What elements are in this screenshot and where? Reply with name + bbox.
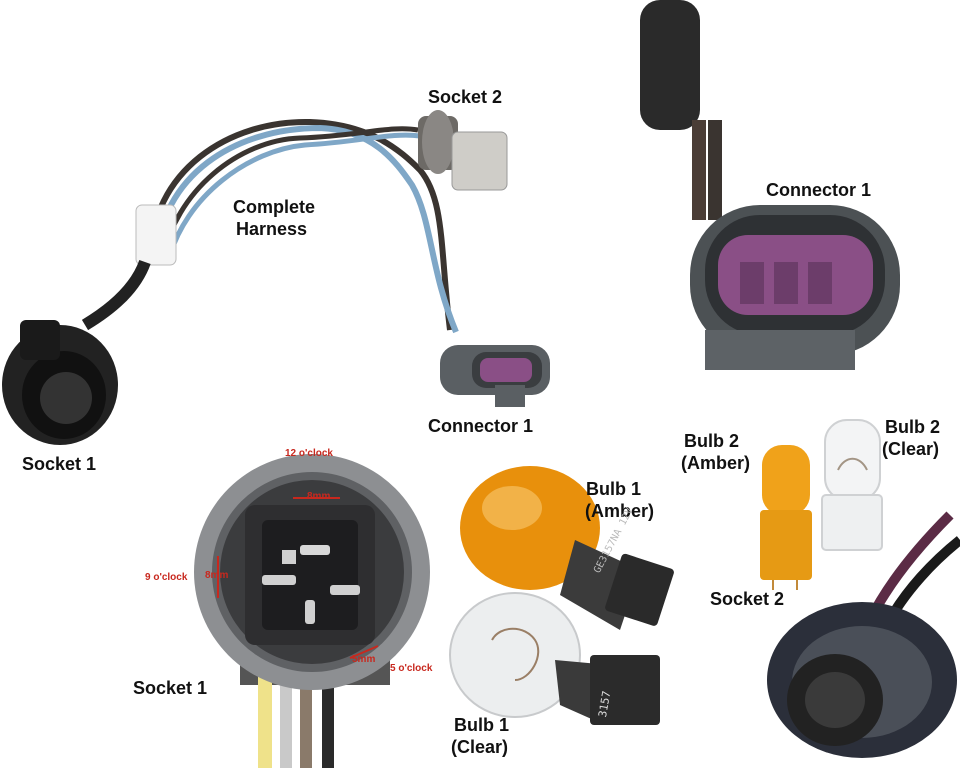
bulb2-amber-label-line1: Bulb 2 [684, 431, 740, 451]
connector1-top-right-label: Connector 1 [766, 180, 872, 200]
socket2-bottom [767, 511, 960, 758]
nine-oclock-label: 9 o'clock [145, 572, 188, 583]
bulb1-amber-label-line1: Bulb 1 [586, 479, 642, 499]
connector1-closeup [640, 0, 900, 370]
socket1-top-label: Socket 1 [22, 454, 97, 474]
socket1-bottom-label: Socket 1 [133, 678, 208, 698]
complete-harness-label-line1: Complete [233, 197, 316, 217]
connector1-mid-label: Connector 1 [428, 416, 534, 436]
socket1-diagram [194, 454, 430, 768]
complete-harness-label-line2: Harness [236, 219, 308, 239]
bulb2-amber [760, 445, 812, 590]
dim-left-8mm: 8mm [205, 570, 229, 581]
bulb2-clear-label-line2: (Clear) [882, 439, 940, 459]
bulb1-clear-label-line2: (Clear) [451, 737, 509, 757]
twelve-oclock-label: 12 o'clock [285, 448, 333, 459]
bulb1-clear-label-line1: Bulb 1 [454, 715, 510, 735]
five-oclock-label: 5 o'clock [390, 663, 433, 674]
dim-right-5mm: 5mm [352, 654, 376, 665]
socket2-top-label: Socket 2 [428, 87, 503, 107]
bulb2-clear [821, 419, 883, 551]
bulb2-clear-label-line1: Bulb 2 [885, 417, 941, 437]
bulb1-amber [460, 466, 674, 630]
bulb1-amber-label-line2: (Amber) [585, 501, 655, 521]
bulb1-clear [449, 592, 660, 725]
socket2-bottom-label: Socket 2 [710, 589, 785, 609]
bulb2-amber-label-line2: (Amber) [681, 453, 751, 473]
dim-top-8mm: 8mm [307, 491, 331, 502]
complete-harness [2, 110, 550, 445]
